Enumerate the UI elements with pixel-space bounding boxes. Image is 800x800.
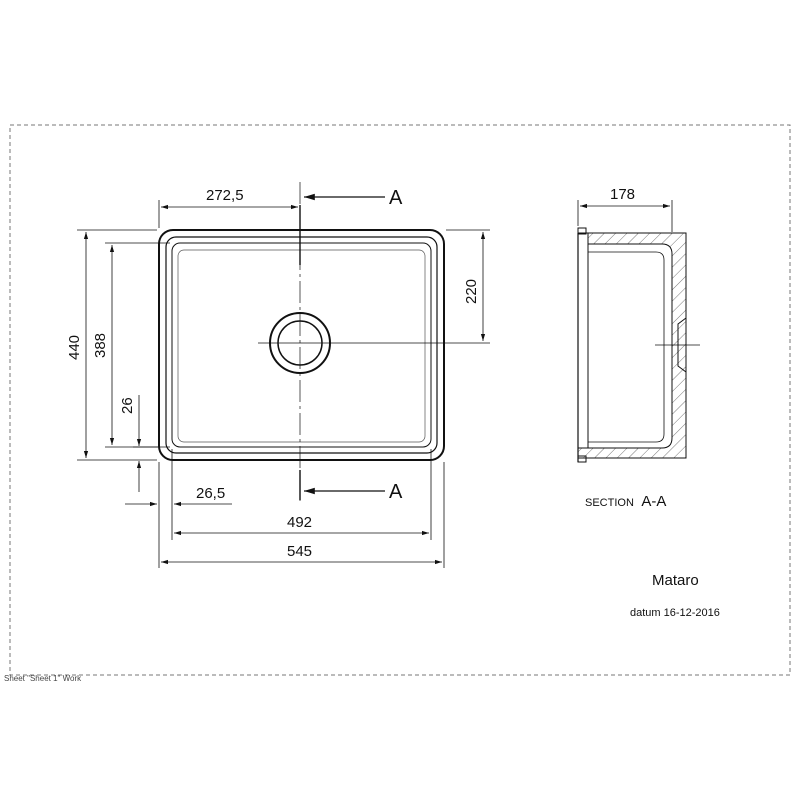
product-name: Mataro [652, 572, 699, 589]
dim-220 [342, 229, 490, 344]
sink-bowl-edge [171, 242, 432, 448]
section-label-prefix: SECTION [585, 497, 634, 509]
dim-440-label: 440 [66, 335, 83, 360]
section-view [577, 227, 700, 463]
dim-545-label: 545 [287, 543, 312, 560]
dim-26-5 [125, 449, 232, 540]
section-label: SECTION A-A [585, 493, 666, 510]
section-marker-bottom: A [389, 481, 403, 503]
sink-rim-inner [165, 236, 438, 454]
section-marker-top: A [389, 187, 403, 209]
dim-178 [577, 200, 673, 232]
plan-view [158, 182, 445, 505]
dim-26-label: 26 [119, 397, 136, 414]
sink-outer-rim [158, 229, 445, 461]
dim-545 [158, 462, 445, 568]
dim-440 [77, 229, 157, 461]
dim-26-5-label: 26,5 [196, 485, 225, 502]
dim-220-label: 220 [463, 279, 480, 304]
date-line: datum 16-12-2016 [630, 607, 720, 619]
dim-388-label: 388 [92, 333, 109, 358]
sheet-label: Sheet "Sheet 1" Work [4, 674, 82, 683]
section-hatch [577, 232, 687, 459]
dim-26 [133, 395, 160, 492]
dim-388 [105, 242, 170, 448]
dim-178-label: 178 [610, 186, 635, 203]
dim-492 [174, 449, 432, 540]
sink-bowl-inner [177, 249, 426, 443]
section-label-suffix: A-A [641, 493, 666, 510]
dim-492-label: 492 [287, 514, 312, 531]
dim-272-5-label: 272,5 [206, 187, 244, 204]
dim-272-5 [158, 200, 298, 228]
